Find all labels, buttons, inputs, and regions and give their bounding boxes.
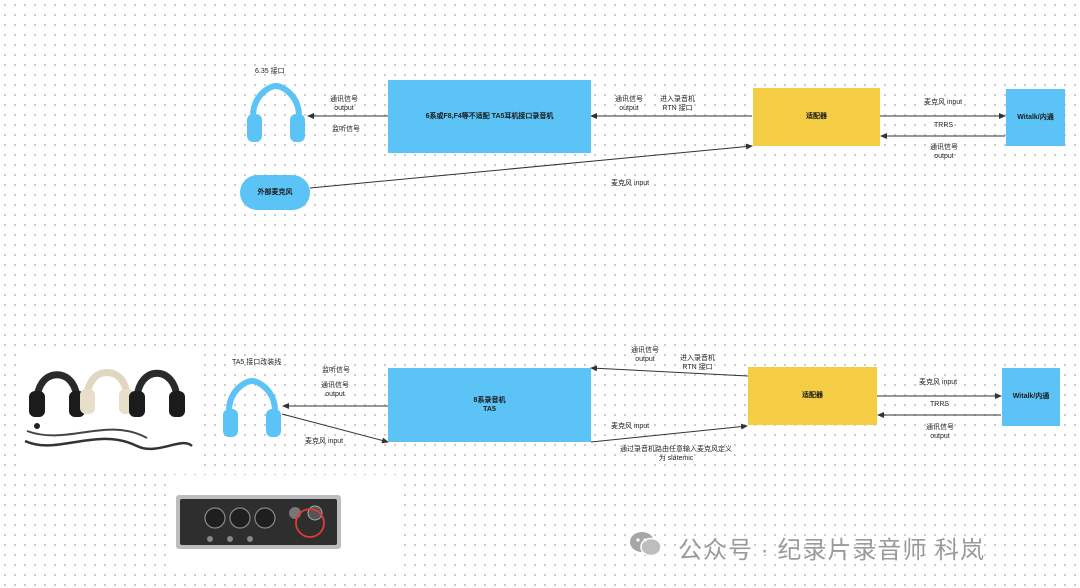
- monitor-label-bottom: 监听信号: [322, 367, 350, 374]
- recorder-box-bottom: 8系录音机 TA5: [388, 368, 591, 442]
- headphones-photo: [17, 346, 197, 466]
- adapter-box-bottom: 适配器: [748, 367, 877, 425]
- comm-output-bottom-line1: 通讯信号: [321, 382, 349, 389]
- mic-input-right-label-bottom: 麦克风 input: [919, 379, 958, 386]
- rtn-bottom-line1: 进入录音机: [680, 355, 715, 362]
- trrs-label-bottom: TRRS: [930, 401, 950, 408]
- recorder-panel-photo: [170, 475, 400, 567]
- witalk-box-top: Witalk/内通: [1006, 89, 1065, 146]
- witalk-box-bottom: Witalk/内通: [1002, 368, 1060, 426]
- routing-label: 通过录音机路由任意输入麦克风定义 为 slatemic: [620, 445, 732, 463]
- comm-output-right-bottom-line2: output: [930, 433, 950, 441]
- ta5-label: TA5 接口改装线: [232, 359, 282, 366]
- routing-line1: 通过录音机路由任意输入麦克风定义: [620, 446, 732, 453]
- monitor-label: 监听信号: [332, 126, 360, 133]
- ext-mic-box: 外部麦克风: [240, 175, 310, 210]
- comm-output-mid-bottom-line2: output: [635, 356, 655, 364]
- comm-output-line2: output: [334, 105, 354, 113]
- arrow-headphones-to-recorder8: [281, 413, 389, 444]
- rtn-bottom-line2: RTN 接口: [682, 364, 713, 372]
- comm-output-mid-label-bottom: 通讯信号 output: [631, 346, 659, 364]
- mic-input-right-label: 麦克风 input: [924, 99, 963, 106]
- headphones-icon: [247, 82, 305, 142]
- recorder-bottom-line1: 8系录音机: [473, 396, 506, 404]
- comm-output-right-label: 通讯信号 output: [930, 143, 958, 161]
- comm-output-right-label-bottom: 通讯信号 output: [926, 423, 954, 441]
- adapter-box-top: 适配器: [753, 88, 880, 146]
- arrow-adapter-to-recorder8: [590, 365, 749, 377]
- watermark-text: 公众号 · 纪录片录音师 科岚: [678, 537, 985, 564]
- comm-output-mid-line2: output: [619, 105, 639, 113]
- comm-output-mid-line1: 通讯信号: [615, 96, 643, 103]
- mic-input-mid-label-bottom: 麦克风 input: [611, 423, 650, 430]
- arrow-extmic-to-adapter: [309, 143, 753, 189]
- headphones-icon: [223, 377, 281, 437]
- rtn-label: 进入录音机 RTN 接口: [660, 95, 695, 113]
- recorder-box-top: 6系或F8,F4等不适配 TA5耳机接口录音机: [388, 80, 591, 153]
- wechat-icon: [629, 530, 663, 563]
- jack-label: 6.35 接口: [255, 68, 285, 75]
- comm-output-bottom-line2: output: [325, 391, 345, 399]
- arrow-recorder8-to-adapter: [590, 423, 748, 443]
- mic-input-mid-label: 麦克风 input: [611, 180, 650, 187]
- routing-line2: 为 slatemic: [658, 455, 694, 463]
- mic-input-left-label: 麦克风 input: [305, 438, 344, 445]
- comm-output-mid-bottom-line1: 通讯信号: [631, 347, 659, 354]
- comm-output-right-bottom-line1: 通讯信号: [926, 424, 954, 431]
- recorder-bottom-line2: TA5: [483, 406, 496, 413]
- rtn-line2: RTN 接口: [662, 105, 693, 113]
- rtn-line1: 进入录音机: [660, 96, 695, 103]
- comm-output-mid-label: 通讯信号 output: [615, 95, 643, 113]
- comm-output-line1: 通讯信号: [330, 96, 358, 103]
- comm-output-label: 通讯信号 output: [330, 95, 358, 113]
- comm-output-right-line2: output: [934, 153, 954, 161]
- comm-output-label-bottom: 通讯信号 output: [321, 381, 349, 399]
- rtn-label-bottom: 进入录音机 RTN 接口: [680, 354, 715, 372]
- comm-output-right-line1: 通讯信号: [930, 144, 958, 151]
- trrs-label: TRRS: [934, 122, 954, 129]
